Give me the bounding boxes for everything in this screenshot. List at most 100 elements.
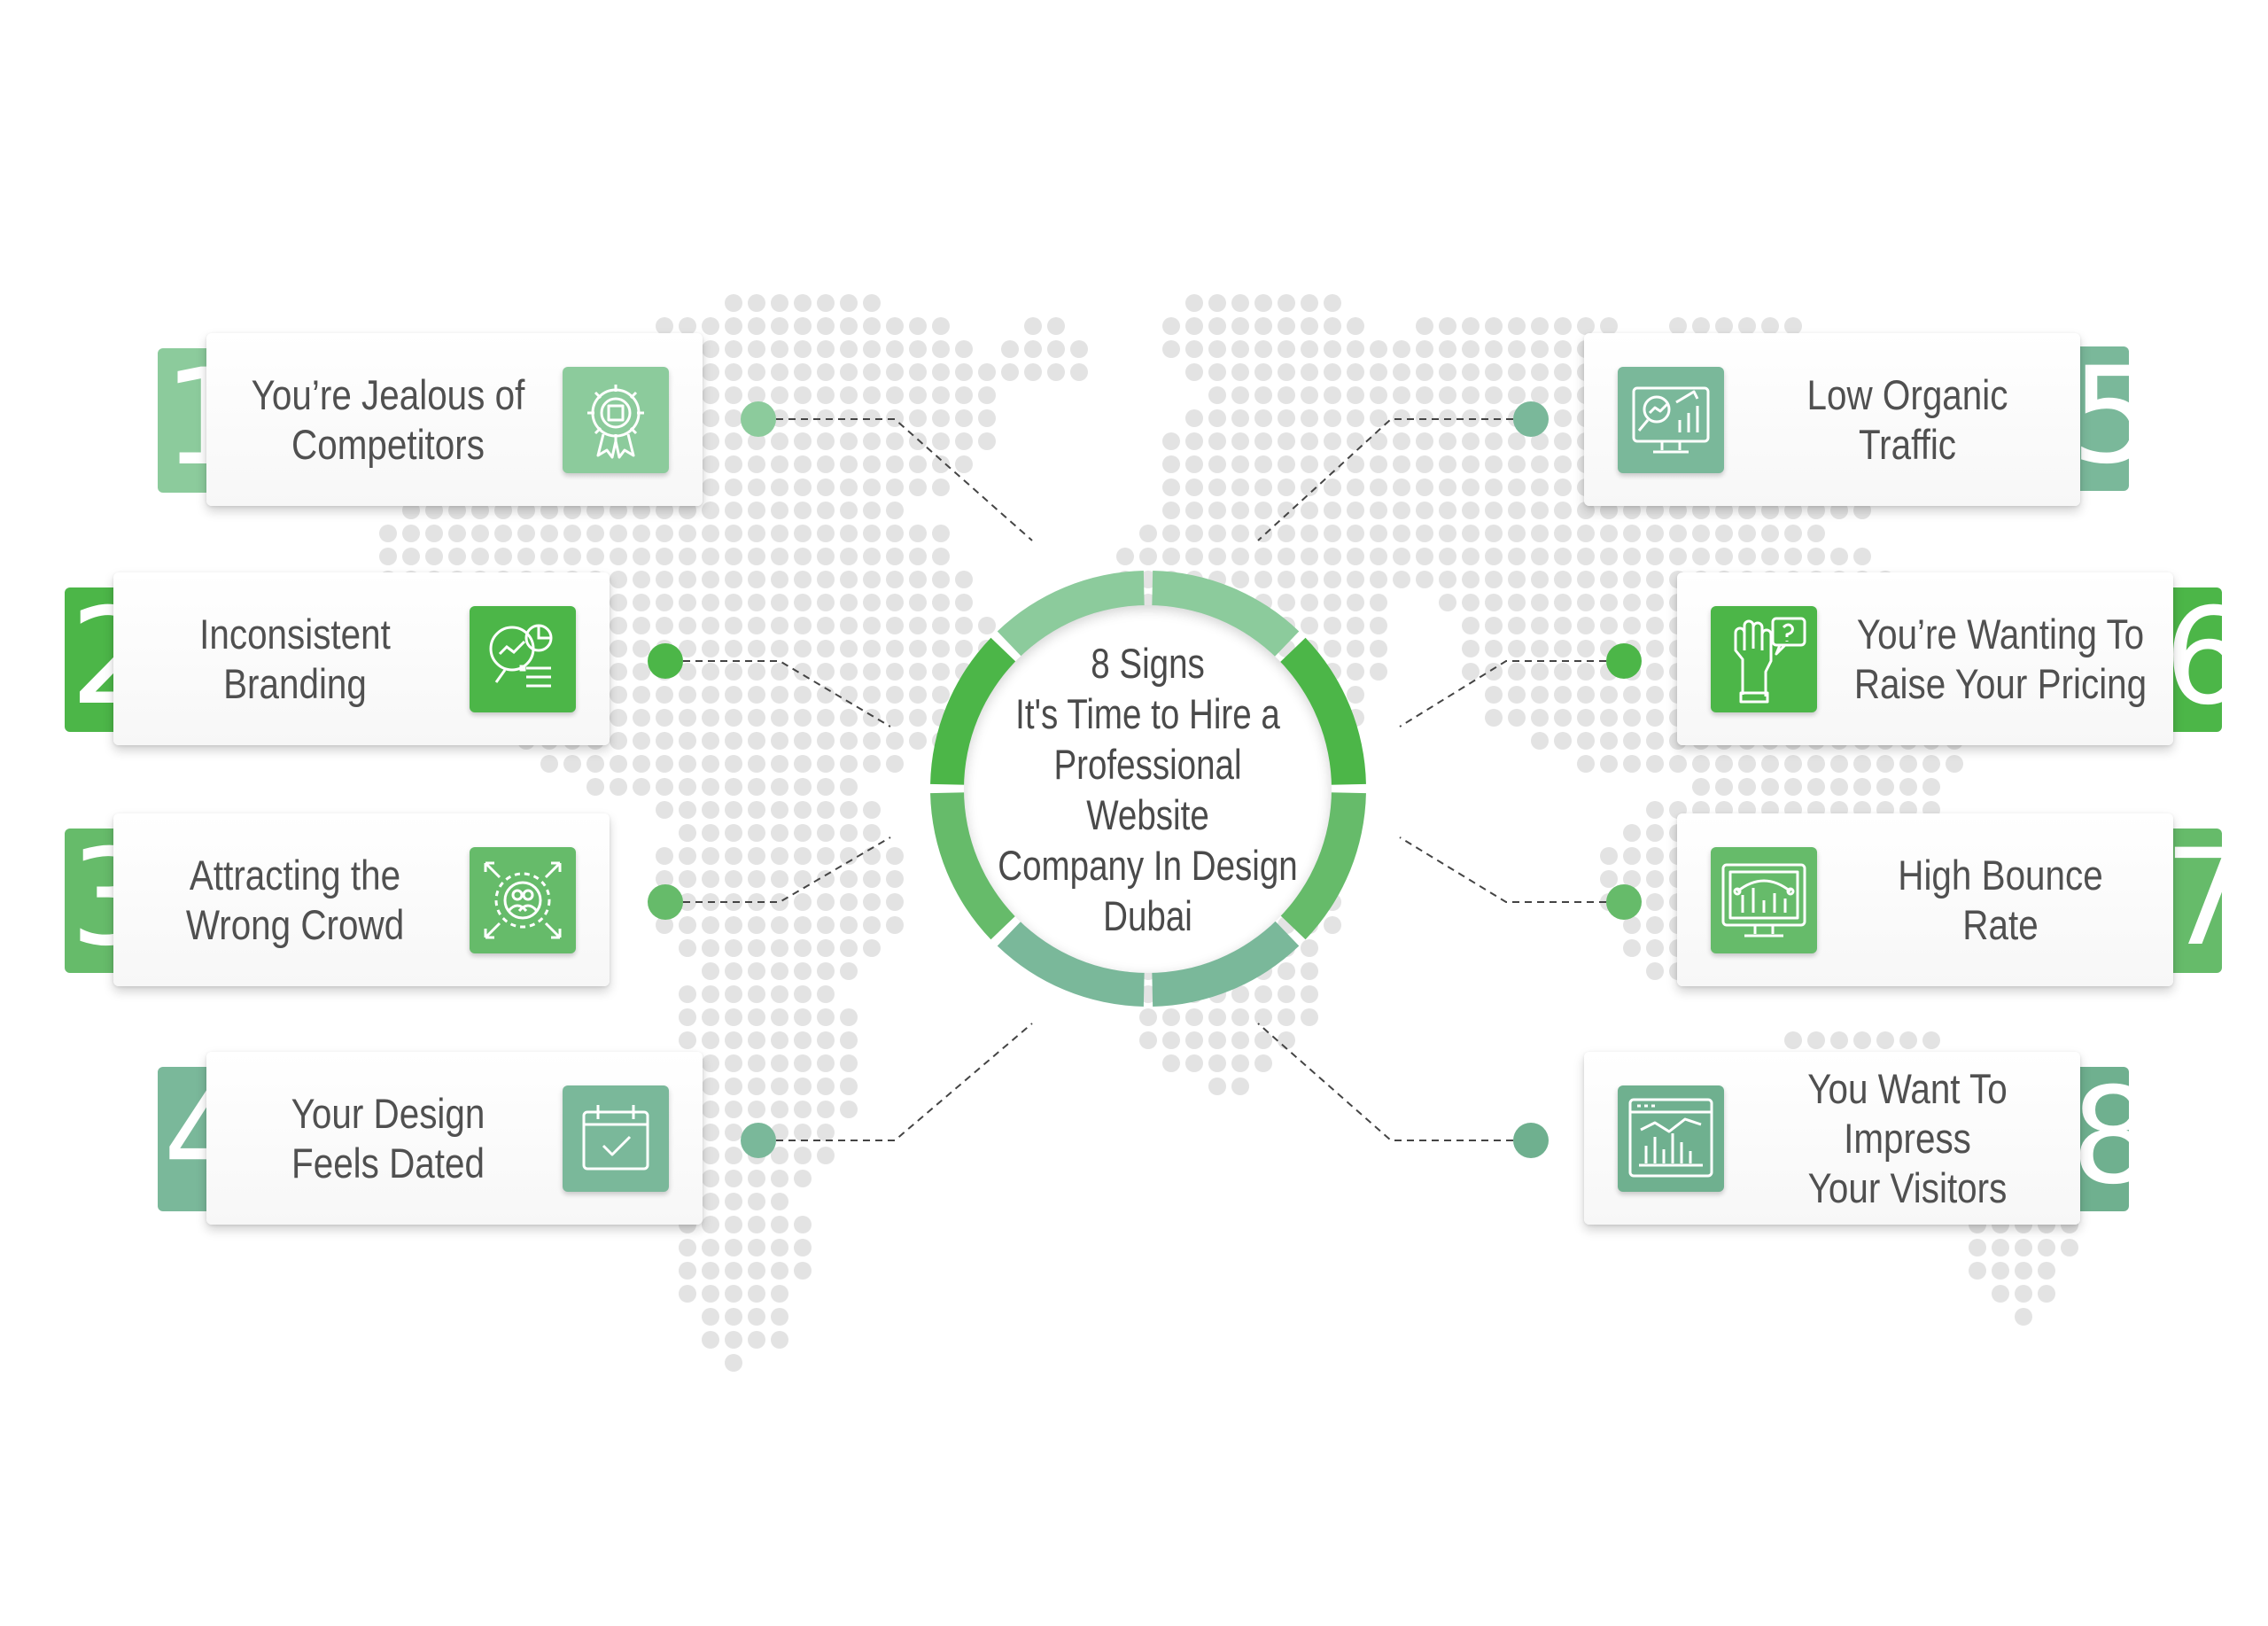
map-dot bbox=[725, 778, 742, 796]
map-dot bbox=[794, 824, 812, 842]
map-dot bbox=[1462, 663, 1480, 681]
map-dot bbox=[1554, 617, 1572, 634]
map-dot bbox=[794, 455, 812, 473]
map-dot bbox=[794, 525, 812, 542]
map-dot bbox=[540, 502, 558, 519]
map-dot bbox=[1577, 709, 1595, 727]
map-dot bbox=[748, 1262, 765, 1280]
gear-badge-icon bbox=[563, 367, 669, 473]
map-dot bbox=[1162, 548, 1180, 565]
map-dot bbox=[1185, 294, 1203, 312]
map-dot bbox=[1554, 663, 1572, 681]
map-dot bbox=[1600, 571, 1618, 588]
map-dot bbox=[1508, 386, 1526, 404]
map-dot bbox=[817, 525, 835, 542]
map-dot bbox=[1830, 778, 1848, 796]
map-dot bbox=[1301, 502, 1318, 519]
map-dot bbox=[748, 1008, 765, 1026]
map-dot bbox=[794, 847, 812, 865]
map-dot bbox=[886, 317, 904, 335]
map-dot bbox=[1185, 317, 1203, 335]
map-dot bbox=[702, 1239, 719, 1256]
map-dot bbox=[1324, 317, 1341, 335]
map-dot bbox=[1853, 502, 1871, 519]
map-dot bbox=[932, 363, 950, 381]
map-dot bbox=[656, 709, 673, 727]
map-dot bbox=[1738, 755, 1756, 773]
map-dot bbox=[1577, 663, 1595, 681]
map-dot bbox=[1301, 363, 1318, 381]
map-dot bbox=[840, 1054, 858, 1072]
map-dot bbox=[1554, 409, 1572, 427]
map-dot bbox=[863, 363, 881, 381]
map-dot bbox=[1853, 755, 1871, 773]
map-dot bbox=[494, 548, 512, 565]
map-dot bbox=[817, 317, 835, 335]
map-dot bbox=[1231, 1078, 1249, 1095]
map-dot bbox=[748, 1239, 765, 1256]
map-dot bbox=[794, 1078, 812, 1095]
map-dot bbox=[1600, 548, 1618, 565]
map-dot bbox=[1208, 455, 1226, 473]
map-dot bbox=[1278, 571, 1295, 588]
map-dot bbox=[1807, 778, 1825, 796]
map-dot bbox=[748, 386, 765, 404]
map-dot bbox=[633, 640, 650, 657]
map-dot bbox=[1231, 985, 1249, 1003]
map-dot bbox=[1301, 962, 1318, 980]
map-dot bbox=[1254, 317, 1272, 335]
map-dot bbox=[1208, 409, 1226, 427]
map-dot bbox=[817, 478, 835, 496]
map-dot bbox=[909, 525, 927, 542]
map-dot bbox=[1370, 548, 1387, 565]
map-dot bbox=[1485, 571, 1503, 588]
map-dot bbox=[540, 548, 558, 565]
map-dot bbox=[633, 571, 650, 588]
map-dot bbox=[1577, 525, 1595, 542]
map-dot bbox=[1761, 548, 1779, 565]
map-dot bbox=[840, 916, 858, 934]
map-dot bbox=[1600, 755, 1618, 773]
map-dot bbox=[1531, 478, 1549, 496]
map-dot bbox=[863, 824, 881, 842]
map-dot bbox=[1185, 363, 1203, 381]
map-dot bbox=[1416, 502, 1433, 519]
map-dot bbox=[656, 732, 673, 750]
map-dot bbox=[1162, 478, 1180, 496]
map-dot bbox=[656, 502, 673, 519]
map-dot bbox=[886, 916, 904, 934]
map-dot bbox=[794, 1262, 812, 1280]
map-dot bbox=[1577, 571, 1595, 588]
map-dot bbox=[702, 1031, 719, 1049]
map-dot bbox=[702, 663, 719, 681]
map-dot bbox=[978, 386, 996, 404]
map-dot bbox=[840, 870, 858, 888]
map-dot bbox=[1024, 317, 1042, 335]
map-dot bbox=[1416, 432, 1433, 450]
hand-question-icon bbox=[1711, 606, 1817, 712]
map-dot bbox=[1646, 686, 1664, 704]
map-dot bbox=[1208, 525, 1226, 542]
map-dot bbox=[771, 755, 788, 773]
map-dot bbox=[679, 847, 696, 865]
map-dot bbox=[748, 709, 765, 727]
map-dot bbox=[1370, 571, 1387, 588]
sign-8-number: 8 bbox=[2070, 1060, 2155, 1214]
map-dot bbox=[702, 432, 719, 450]
map-dot bbox=[656, 686, 673, 704]
map-dot bbox=[1784, 525, 1802, 542]
connector-line-4 bbox=[776, 1023, 1033, 1141]
map-dot bbox=[840, 478, 858, 496]
map-dot bbox=[771, 1239, 788, 1256]
map-dot bbox=[1646, 663, 1664, 681]
sign-7-number: 7 bbox=[2163, 821, 2249, 976]
map-dot bbox=[1370, 409, 1387, 427]
map-dot bbox=[1784, 778, 1802, 796]
map-dot bbox=[1301, 571, 1318, 588]
map-dot bbox=[1646, 939, 1664, 957]
map-dot bbox=[794, 985, 812, 1003]
map-dot bbox=[1646, 755, 1664, 773]
map-dot bbox=[1231, 1031, 1249, 1049]
map-dot bbox=[679, 686, 696, 704]
map-dot bbox=[1554, 478, 1572, 496]
